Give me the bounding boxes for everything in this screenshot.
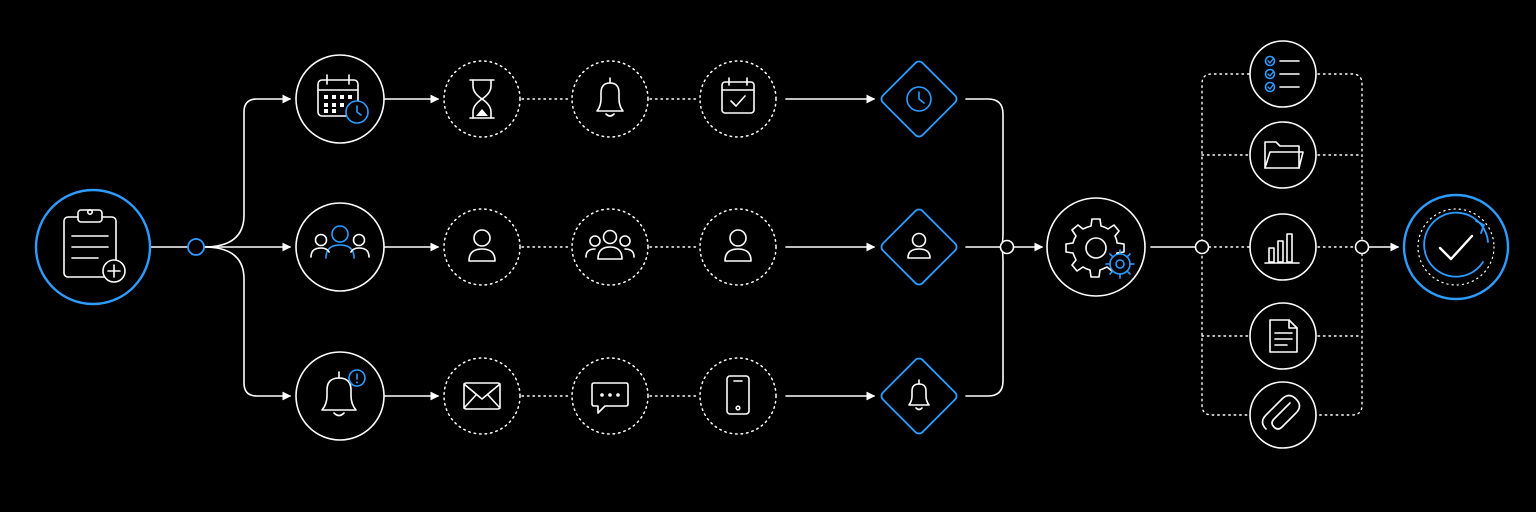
document-icon <box>1269 319 1298 353</box>
output-node-checklist <box>1249 40 1317 108</box>
step-node-envelope <box>443 357 521 435</box>
output-node-document <box>1249 302 1317 370</box>
connector-merge-bottom <box>965 246 1004 397</box>
outputs-frame-left <box>1201 73 1250 416</box>
junctions <box>187 238 1370 256</box>
start-node <box>34 188 152 306</box>
step-node-calendar-check <box>699 60 777 138</box>
chat-bubble-icon <box>591 382 629 414</box>
junction-outputs-in <box>1194 239 1210 255</box>
folder-icon <box>1264 141 1304 169</box>
envelope-icon <box>463 382 501 410</box>
clock-icon <box>906 86 932 112</box>
branch-middle <box>295 202 958 292</box>
step-node-users <box>571 208 649 286</box>
bell-icon <box>596 77 624 117</box>
step-node-user <box>443 208 521 286</box>
output-node-chart <box>1249 213 1317 281</box>
user-group-icon <box>310 225 370 259</box>
outputs <box>1249 40 1317 449</box>
smartphone-icon <box>726 375 750 415</box>
calendar-clock-icon <box>317 74 369 124</box>
junction-outputs-out <box>1354 239 1370 255</box>
clipboard-plus-icon <box>63 209 126 283</box>
bell-icon <box>908 379 930 411</box>
lead-node-calendar <box>295 54 385 144</box>
bell-alert-icon <box>321 369 366 417</box>
connector-branch-bottom <box>203 246 292 401</box>
junction-merge <box>999 239 1015 255</box>
end-node <box>1402 193 1510 301</box>
process-node <box>1046 197 1146 297</box>
users-icon <box>585 229 635 260</box>
step-node-chat <box>571 357 649 435</box>
step-node-bell <box>571 60 649 138</box>
user-icon <box>724 229 752 262</box>
decision-node-user <box>880 208 958 286</box>
decision-node-clock <box>880 60 958 138</box>
step-node-user-2 <box>699 208 777 286</box>
lead-node-alert <box>295 351 385 441</box>
branch-bottom <box>295 351 958 441</box>
decision-node-bell <box>880 357 958 435</box>
bar-chart-icon <box>1264 233 1300 264</box>
output-node-folder <box>1249 121 1317 189</box>
user-icon <box>468 229 496 262</box>
step-node-phone <box>699 357 777 435</box>
lead-node-group <box>295 202 385 292</box>
branch-top <box>295 54 958 144</box>
step-node-hourglass <box>443 60 521 138</box>
check-circle-icon <box>1417 208 1495 286</box>
junction-split <box>187 238 205 256</box>
paperclip-icon <box>1261 394 1301 430</box>
hourglass-icon <box>469 79 495 119</box>
user-icon <box>907 232 931 259</box>
calendar-check-icon <box>721 77 755 114</box>
connectors <box>149 73 1400 416</box>
gears-icon <box>1065 218 1135 279</box>
checklist-icon <box>1264 55 1300 93</box>
output-node-attachment <box>1249 381 1317 449</box>
connector-merge-top <box>965 98 1004 248</box>
connector-branch-top <box>203 94 292 248</box>
